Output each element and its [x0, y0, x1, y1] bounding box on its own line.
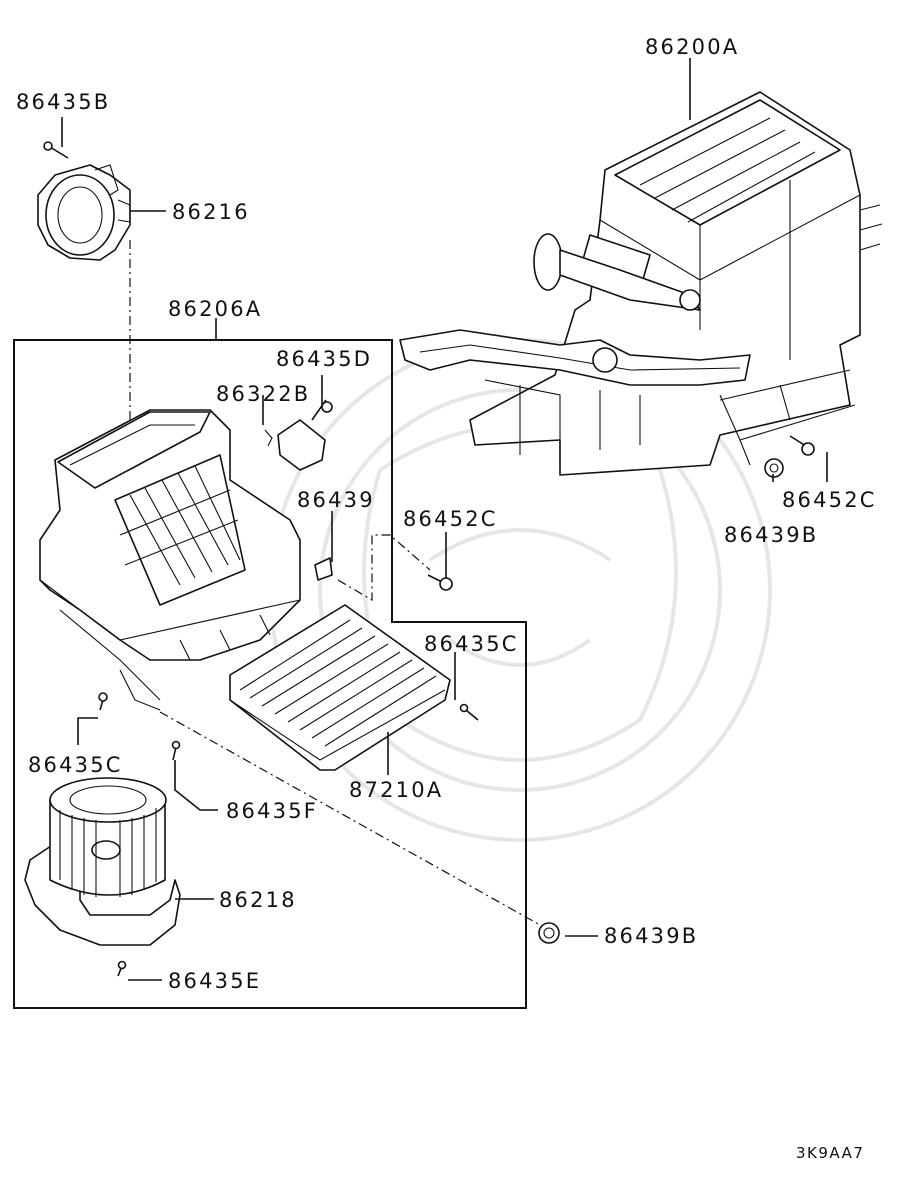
screw-86435b-drawing — [43, 141, 69, 159]
part-label-86216: 86216 — [172, 200, 250, 224]
part-label-86439: 86439 — [297, 488, 375, 512]
screw-86435d-drawing — [311, 399, 333, 421]
blower-case-86206a-drawing — [39, 409, 301, 711]
bolt-86452c-right-drawing — [764, 435, 815, 478]
part-label-86435e: 86435E — [168, 969, 261, 993]
assembly-center-lines — [129, 240, 541, 926]
air-filter-87210a-drawing — [229, 604, 451, 771]
screw-86435c-drawing — [98, 692, 479, 721]
part-label-86322b: 86322B — [216, 382, 310, 406]
part-label-87210a: 87210A — [349, 778, 443, 802]
part-label-86435b: 86435B — [16, 90, 110, 114]
part-label-86452c-b: 86452C — [782, 488, 877, 512]
part-label-86452c-a: 86452C — [403, 507, 498, 531]
blower-motor-86218-drawing — [24, 777, 181, 946]
leader-lines — [61, 58, 828, 981]
part-label-86218: 86218 — [219, 888, 297, 912]
part-label-86439b-a: 86439B — [724, 523, 818, 547]
screw-86435e-drawing — [117, 960, 127, 977]
part-label-86435c-b: 86435C — [28, 753, 123, 777]
assembly-frame — [13, 339, 527, 1009]
part-label-86435f: 86435F — [226, 799, 318, 823]
diagram-code: 3K9AA7 — [796, 1144, 864, 1162]
part-label-86200a: 86200A — [645, 35, 739, 59]
part-labels: 86200A 86435B 86216 86206A 86435D 86322B 86439… — [16, 35, 877, 993]
heater-unit-drawing — [399, 91, 883, 476]
nut-86439b-bottom-drawing — [538, 922, 560, 944]
part-label-86439b-b: 86439B — [604, 924, 698, 948]
part-label-86435c-a: 86435C — [424, 632, 519, 656]
actuator-86322b-drawing — [264, 419, 326, 471]
bolt-86452c-middle-drawing — [427, 574, 453, 591]
part-label-86435d: 86435D — [276, 347, 372, 371]
screw-86435f-drawing — [171, 740, 181, 761]
clip-86439-drawing — [314, 557, 333, 581]
blower-cover-86216-drawing — [37, 164, 131, 261]
part-label-86206a: 86206A — [168, 297, 262, 321]
